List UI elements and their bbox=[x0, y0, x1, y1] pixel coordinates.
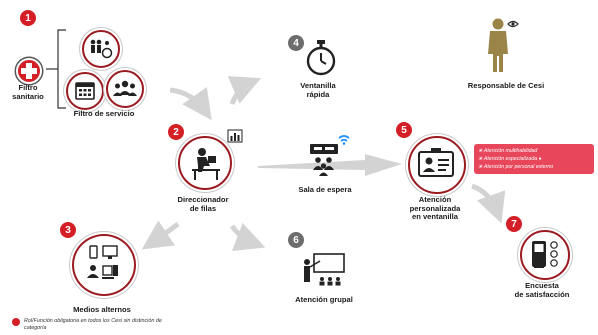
calendar-icon bbox=[75, 82, 95, 100]
personalized-icon-ring bbox=[408, 136, 466, 194]
accessibility-people-icon-ring bbox=[82, 30, 120, 68]
step-badge-4: 4 bbox=[288, 35, 304, 51]
arrow-director-to-group bbox=[229, 222, 266, 252]
arrow-personalized-to-survey bbox=[471, 183, 506, 224]
service-filter-bracket bbox=[57, 29, 66, 109]
group-class-icon bbox=[304, 253, 345, 286]
calendar-icon-ring bbox=[66, 72, 104, 110]
devices-icon bbox=[87, 245, 118, 279]
stopwatch-icon bbox=[306, 40, 336, 76]
id-card-icon bbox=[418, 148, 454, 177]
director-icon-ring bbox=[178, 136, 232, 190]
alternate-media-icon-ring bbox=[72, 234, 136, 296]
personalized-label: Atención personalizada en ventanilla bbox=[409, 195, 461, 222]
step-badge-2: 2 bbox=[168, 124, 184, 140]
attention-types-box: ★ Atención multihabilidad ★ Atención esp… bbox=[474, 144, 594, 175]
attention-type-item: ★ Atención multihabilidad bbox=[478, 148, 538, 154]
manager-label: Responsable de Cesi bbox=[467, 81, 545, 90]
manager-figure-icon bbox=[488, 18, 519, 72]
fast-window-label: Ventanilla rápida bbox=[300, 81, 336, 99]
arrow-director-to-window bbox=[258, 154, 402, 176]
step-badge-5: 5 bbox=[396, 122, 412, 138]
alternate-media-label: Medios alternos bbox=[73, 305, 131, 314]
bar-chart-icon bbox=[227, 129, 243, 143]
survey-label: Encuesta de satisfacción bbox=[514, 281, 570, 299]
step-badge-7: 7 bbox=[506, 216, 522, 232]
sanitary-cross-icon bbox=[16, 58, 42, 84]
service-filter-label: Filtro de servicio bbox=[73, 109, 135, 118]
people-group-icon bbox=[113, 80, 137, 96]
waiting-room-icon bbox=[310, 135, 350, 176]
attention-type-item: ★ Atención especializada ● bbox=[478, 156, 542, 163]
arrow-director-to-fast-window bbox=[227, 76, 262, 105]
desk-worker-icon bbox=[192, 148, 220, 180]
arrow-director-to-alternate bbox=[141, 220, 180, 250]
location-pin-icon: ● bbox=[538, 156, 542, 163]
attention-type-item: ★ Atención por personal externo bbox=[478, 164, 554, 171]
survey-icon-ring bbox=[520, 230, 570, 280]
family-wheelchair-icon bbox=[90, 39, 113, 59]
arrow-filter-to-director bbox=[169, 87, 212, 121]
group-attention-label: Atención grupal bbox=[295, 295, 353, 304]
step-badge-3: 3 bbox=[60, 222, 76, 238]
survey-kiosk-icon bbox=[532, 241, 558, 268]
waiting-room-label: Sala de espera bbox=[298, 185, 352, 194]
legend-red-dot-icon bbox=[12, 318, 20, 326]
legend-text: Rol/Función obligatoria en todos los Ces… bbox=[24, 318, 162, 331]
step-badge-1: 1 bbox=[20, 10, 36, 26]
sanitary-filter-label: Filtro sanitario bbox=[12, 83, 44, 101]
step-badge-6: 6 bbox=[288, 232, 304, 248]
group-icon-ring bbox=[106, 70, 144, 108]
director-label: Direccionador de filas bbox=[177, 195, 229, 213]
